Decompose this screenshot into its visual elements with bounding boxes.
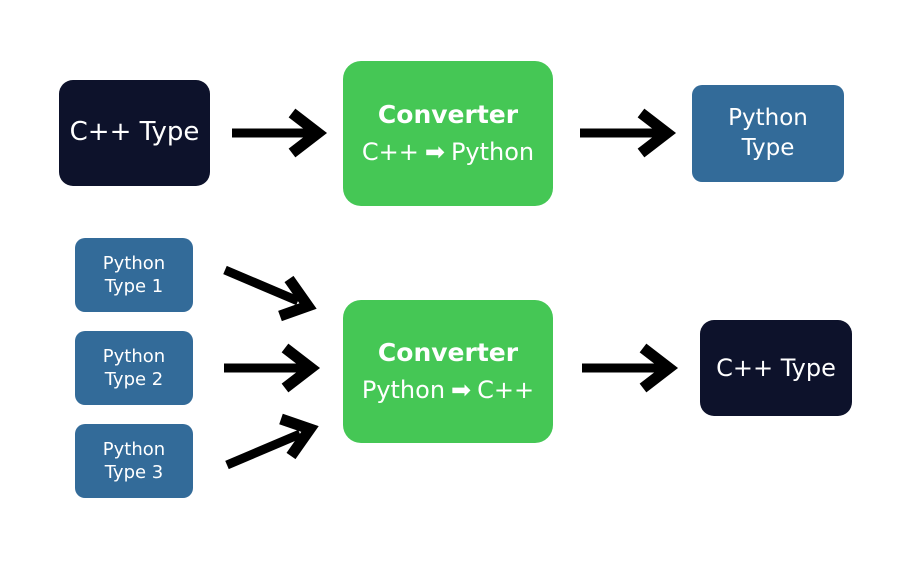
converter-title: Converter xyxy=(377,100,519,130)
node-label-line2: Type 1 xyxy=(104,276,164,297)
node-cpp-type-target: C++ Type xyxy=(700,320,852,416)
converter-direction: Python➡C++ xyxy=(362,375,534,406)
arrow-cpp-to-converter xyxy=(232,108,328,158)
node-python-type-2: Python Type 2 xyxy=(75,331,193,405)
node-python-type-3: Python Type 3 xyxy=(75,424,193,498)
arrow-python3-to-converter xyxy=(225,413,319,470)
arrow-converter-to-cpp xyxy=(582,343,679,393)
node-converter-python-to-cpp: Converter Python➡C++ xyxy=(343,300,553,443)
node-label-line2: Type 2 xyxy=(104,369,164,390)
arrow-python1-to-converter xyxy=(223,265,317,322)
node-label-line2: Type xyxy=(741,134,795,161)
converter-direction: C++➡Python xyxy=(362,137,534,168)
converter-title: Converter xyxy=(377,338,519,368)
right-arrow-icon: ➡ xyxy=(451,376,472,405)
right-arrow-icon: ➡ xyxy=(424,138,445,167)
node-label-line2: Type 3 xyxy=(104,462,164,483)
node-label: C++ Type xyxy=(716,353,836,382)
node-label-line1: Python xyxy=(102,438,166,460)
node-python-type-1: Python Type 1 xyxy=(75,238,193,312)
node-label-line1: Python xyxy=(102,252,166,274)
node-python-type-target: Python Type xyxy=(692,85,844,182)
arrow-python2-to-converter xyxy=(224,343,321,393)
arrow-converter-to-python xyxy=(580,108,677,158)
converter-to: C++ xyxy=(477,376,535,405)
node-converter-cpp-to-python: Converter C++➡Python xyxy=(343,61,553,206)
node-label-line1: Python xyxy=(102,345,166,367)
converter-from: C++ xyxy=(361,138,419,167)
converter-to: Python xyxy=(450,138,535,167)
node-label: C++ Type xyxy=(69,117,200,148)
node-label-line1: Python xyxy=(728,105,808,132)
node-cpp-type-source: C++ Type xyxy=(59,80,210,186)
converter-from: Python xyxy=(361,376,446,405)
